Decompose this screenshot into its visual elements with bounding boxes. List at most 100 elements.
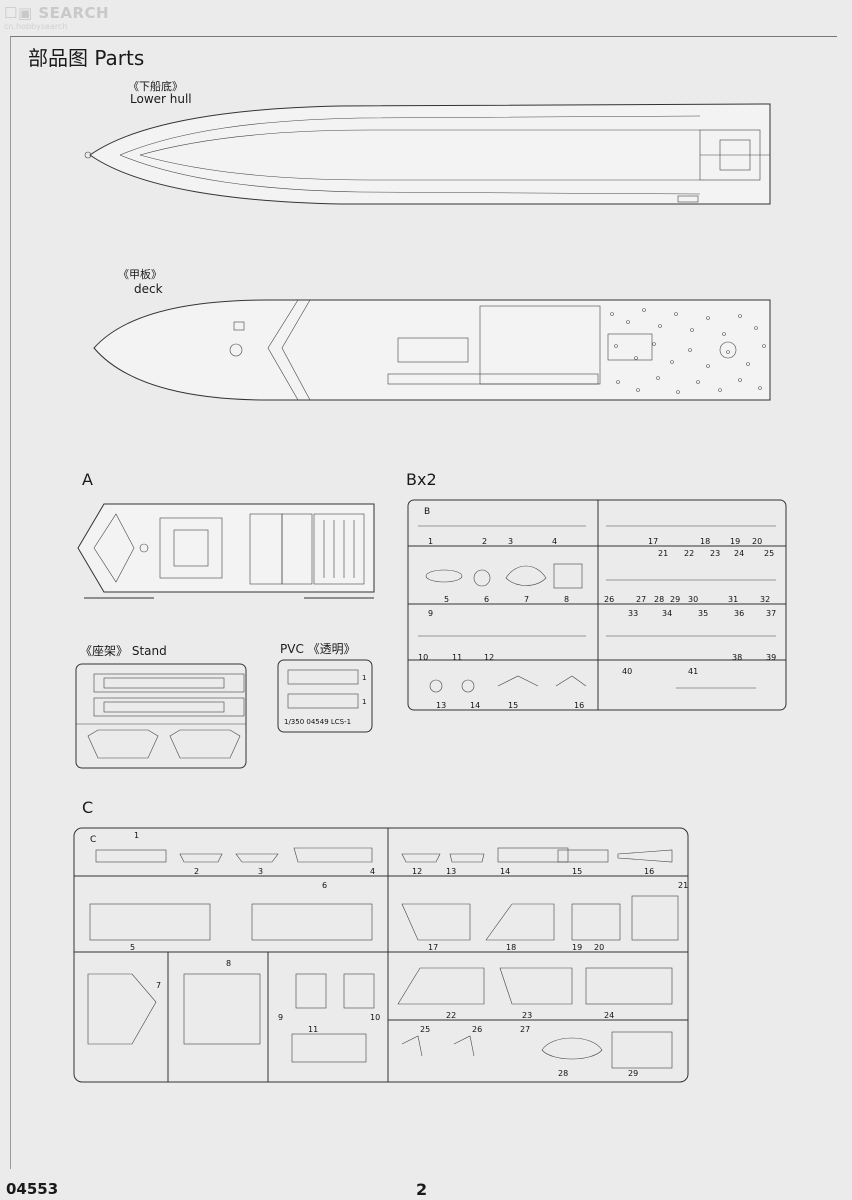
b-part-15: 15	[508, 701, 518, 710]
b-part-3: 3	[508, 537, 513, 546]
c-part-18: 18	[506, 943, 516, 952]
sprue-c-label: C	[82, 798, 94, 817]
b-part-14: 14	[470, 701, 480, 710]
b-part-7: 7	[524, 595, 529, 604]
b-part-5: 5	[444, 595, 449, 604]
sprue-b-corner: B	[424, 507, 430, 517]
sprue-c-part-numbers: 1 2 3 4 5 6 7 8 9 10 11 12 13 14 15 16 1…	[130, 831, 688, 1078]
page-title: 部品图 Parts	[28, 46, 145, 70]
c-part-11: 11	[308, 1025, 318, 1034]
deck-drawing	[93, 299, 771, 401]
stand-label-en: Stand	[131, 644, 167, 658]
b-part-1: 1	[428, 537, 433, 546]
c-part-15: 15	[572, 867, 582, 876]
b-part-12: 12	[484, 653, 494, 662]
b-part-21: 21	[658, 549, 668, 558]
sprue-a-drawing	[77, 503, 375, 599]
lower-hull-label-cn: 《下船底》	[128, 80, 183, 93]
stand-label: 《座架》 Stand	[80, 642, 167, 659]
b-part-23: 23	[710, 549, 720, 558]
b-part-2: 2	[482, 537, 487, 546]
pvc-sheet: 1 1 1/350 04549 LCS-1	[277, 659, 373, 733]
b-part-8: 8	[564, 595, 569, 604]
c-part-17: 17	[428, 943, 438, 952]
b-part-24: 24	[734, 549, 744, 558]
sprue-a-label: A	[82, 470, 93, 489]
b-part-29: 29	[670, 595, 680, 604]
b-part-32: 32	[760, 595, 770, 604]
b-part-33: 33	[628, 609, 638, 618]
sprue-c-corner: C	[90, 835, 96, 845]
b-part-27: 27	[636, 595, 646, 604]
b-part-16: 16	[574, 701, 584, 710]
b-part-18: 18	[700, 537, 710, 546]
c-part-22: 22	[446, 1011, 456, 1020]
b-part-22: 22	[684, 549, 694, 558]
c-part-13: 13	[446, 867, 456, 876]
pvc-part-1a: 1	[362, 674, 366, 682]
c-part-20: 20	[594, 943, 604, 952]
b-part-39: 39	[766, 653, 776, 662]
b-part-11: 11	[452, 653, 462, 662]
b-part-4: 4	[552, 537, 557, 546]
watermark-url: cn.hobbysearch	[4, 22, 68, 31]
lower-hull-label-en: Lower hull	[130, 92, 192, 106]
b-part-10: 10	[418, 653, 428, 662]
watermark-brand: ☐▣ SEARCH	[4, 4, 110, 22]
sprue-b-part-numbers: 1 2 3 4 5 6 7 8 9 10 11 12 13 14 15 16 1…	[418, 537, 776, 710]
c-part-21: 21	[678, 881, 688, 890]
b-part-34: 34	[662, 609, 672, 618]
c-part-3: 3	[258, 867, 263, 876]
page-frame	[10, 36, 837, 1169]
c-part-10: 10	[370, 1013, 380, 1022]
deck-label-en: deck	[134, 282, 163, 296]
page-number: 2	[416, 1180, 428, 1199]
c-part-28: 28	[558, 1069, 568, 1078]
deck-label-cn: 《甲板》	[118, 268, 162, 281]
b-part-41: 41	[688, 667, 698, 676]
b-part-25: 25	[764, 549, 774, 558]
product-code: 04553	[6, 1180, 59, 1198]
c-part-25: 25	[420, 1025, 430, 1034]
sprue-b-drawing: B 1 2 3 4 5 6 7 8 9 10 11 12 13 14 15 16…	[407, 499, 787, 711]
b-part-13: 13	[436, 701, 446, 710]
b-part-17: 17	[648, 537, 658, 546]
b-part-36: 36	[734, 609, 744, 618]
c-part-16: 16	[644, 867, 654, 876]
pvc-label: PVC 《透明》	[280, 642, 356, 656]
c-part-5: 5	[130, 943, 135, 952]
b-part-31: 31	[728, 595, 738, 604]
b-part-19: 19	[730, 537, 740, 546]
b-part-35: 35	[698, 609, 708, 618]
b-part-30: 30	[688, 595, 698, 604]
c-part-24: 24	[604, 1011, 614, 1020]
c-part-1: 1	[134, 831, 139, 840]
b-part-6: 6	[484, 595, 489, 604]
c-part-26: 26	[472, 1025, 482, 1034]
c-part-7: 7	[156, 981, 161, 990]
b-part-28: 28	[654, 595, 664, 604]
stand-label-cn: 《座架》	[80, 644, 129, 658]
b-part-37: 37	[766, 609, 776, 618]
c-part-12: 12	[412, 867, 422, 876]
c-part-4: 4	[370, 867, 375, 876]
c-part-8: 8	[226, 959, 231, 968]
b-part-40: 40	[622, 667, 632, 676]
stand-drawing	[75, 663, 247, 769]
c-part-23: 23	[522, 1011, 532, 1020]
c-part-2: 2	[194, 867, 199, 876]
b-part-38: 38	[732, 653, 742, 662]
pvc-part-1b: 1	[362, 698, 366, 706]
b-part-20: 20	[752, 537, 762, 546]
watermark-text: SEARCH	[38, 4, 110, 22]
c-part-19: 19	[572, 943, 582, 952]
c-part-9: 9	[278, 1013, 283, 1022]
c-part-6: 6	[322, 881, 327, 890]
c-part-27: 27	[520, 1025, 530, 1034]
c-part-14: 14	[500, 867, 510, 876]
lower-hull-drawing	[84, 103, 771, 205]
b-part-9: 9	[428, 609, 433, 618]
pvc-code: 1/350 04549 LCS-1	[284, 718, 351, 726]
b-part-26: 26	[604, 595, 614, 604]
c-part-29: 29	[628, 1069, 638, 1078]
